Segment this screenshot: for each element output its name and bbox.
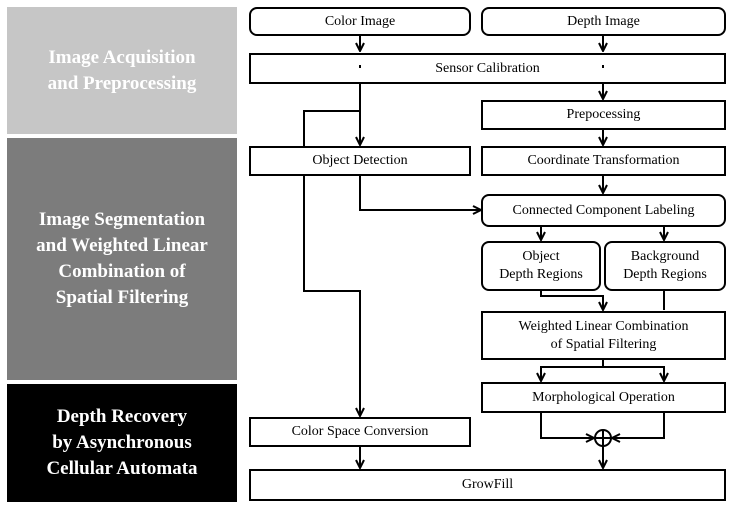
line-combination-split [541,360,604,381]
weighted-linear-combination-node: Weighted Linear Combination of Spatial F… [481,311,726,360]
color-image-node: Color Image [249,7,471,36]
object-detection-node: Object Detection [249,146,471,176]
stage-depth-recovery-band: Depth Recovery by Asynchronous Cellular … [7,384,237,502]
arrow-object-regions-to-combination [540,291,603,310]
line-morph-left-to-operator [540,413,594,438]
stage-segmentation-band: Image Segmentation and Weighted Linear C… [7,138,237,380]
object-depth-regions-node: Object Depth Regions [481,241,601,291]
calibration-dot-left [359,65,361,68]
stage-acquisition-band: Image Acquisition and Preprocessing [7,7,237,134]
sensor-calibration-node: Sensor Calibration [249,53,726,84]
line-to-color-space-conversion [303,110,360,416]
arrow-object-detection-to-ccl [359,176,481,210]
color-space-conversion-node: Color Space Conversion [249,417,471,447]
connected-component-labeling-node: Connected Component Labeling [481,194,726,227]
line-morph-right-to-operator [612,413,665,438]
calibration-dot-right [602,65,604,68]
coordinate-transformation-node: Coordinate Transformation [481,146,726,176]
line-combination-split-right [603,366,664,381]
depth-image-node: Depth Image [481,7,726,36]
growfill-node: GrowFill [249,469,726,501]
morphological-operation-node: Morphological Operation [481,382,726,413]
preprocessing-node: Prepocessing [481,100,726,130]
background-depth-regions-node: Background Depth Regions [604,241,726,291]
